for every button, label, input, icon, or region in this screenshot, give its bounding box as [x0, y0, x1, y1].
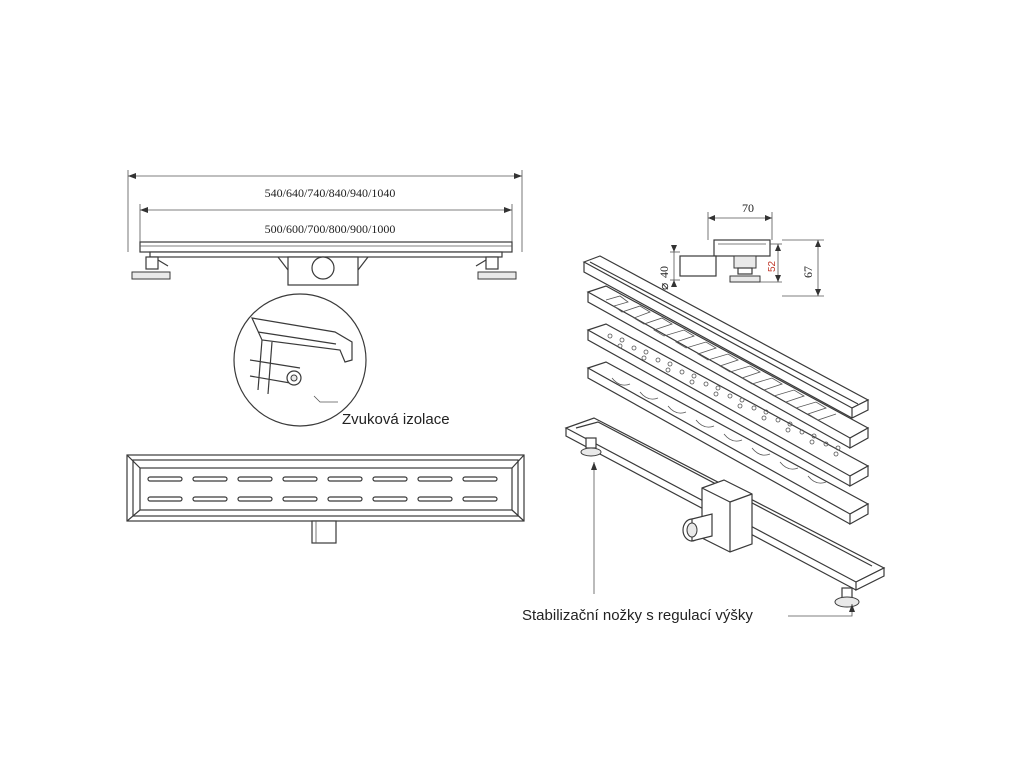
channel-body — [564, 417, 886, 591]
grate-length-label: 500/600/700/800/900/1000 — [265, 222, 396, 236]
total-height-label: 67 — [801, 266, 815, 278]
perforated-grate — [586, 323, 870, 488]
frame-layer — [582, 255, 870, 419]
stabilizing-feet-label: Stabilizační nožky s regulací výšky — [522, 607, 753, 624]
greek-key-grate — [586, 285, 870, 450]
overall-length-label: 540/640/740/840/940/1040 — [265, 186, 396, 200]
right-foot — [834, 587, 860, 608]
svg-text:⌀: ⌀ — [657, 283, 671, 290]
left-foot — [580, 437, 602, 457]
plan-view — [126, 454, 525, 544]
inner-height-label: 52 — [767, 260, 778, 272]
exploded-view: Stabilizační nožky s regulací výšky — [522, 255, 886, 624]
side-view: 540/640/740/840/940/1040 500/600/700/800… — [127, 170, 523, 286]
sound-insulation-label: Zvuková izolace — [342, 411, 450, 428]
grate-slots — [147, 476, 498, 502]
profile-detail: Zvuková izolace — [233, 293, 450, 428]
width-label: 70 — [742, 201, 754, 215]
wave-grate — [586, 361, 870, 526]
outlet-diameter-label: 40 — [657, 266, 671, 278]
section-dimensions: 70 40 ⌀ 52 67 — [657, 201, 824, 297]
